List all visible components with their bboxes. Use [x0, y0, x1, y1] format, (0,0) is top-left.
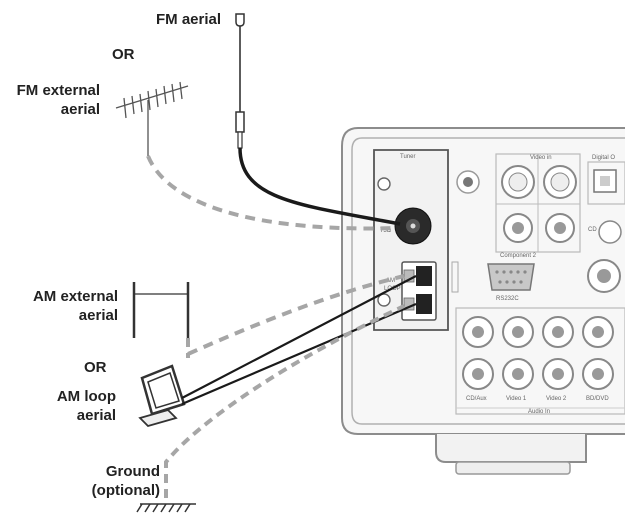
or-label-bottom: OR [84, 359, 107, 376]
fm-external-aerial-icon [115, 81, 189, 156]
or-label-top: OR [112, 46, 135, 63]
am-loop-aerial-label-line2: aerial [76, 407, 116, 424]
cd-label: CD [588, 227, 597, 233]
fm-aerial-cable [238, 147, 401, 226]
tuner-panel-label: Tuner [400, 154, 415, 160]
am-loop-aerial-icon [138, 364, 186, 428]
receiver-rear-panel: Tuner 75Ω AM LOOP Video in Digital O Com… [341, 127, 625, 475]
am-loop-aerial-label-line1: AM loop [56, 388, 116, 405]
fm-socket-label: 75Ω [380, 228, 392, 234]
ground-label-line2: (optional) [91, 482, 160, 499]
audio-rca-jacks [462, 316, 614, 390]
jack-label-4: BD/DVD [586, 396, 609, 402]
ground-label-line1: Ground [105, 463, 160, 480]
fm-aerial-icon [235, 13, 245, 149]
ground-dashed-lead [164, 304, 405, 498]
fm-aerial-label: FM aerial [156, 11, 222, 28]
am-terminal-label: AM [386, 278, 395, 284]
audio-in-label: Audio In [528, 409, 550, 415]
jack-label-2: Video 1 [506, 396, 527, 402]
am-external-aerial-label-line2: aerial [78, 307, 118, 324]
digital-label: Digital O [592, 155, 615, 161]
component-label: Component 2 [500, 253, 537, 259]
jack-label-1: CD/Aux [466, 396, 487, 402]
rs232-label: RS232C [496, 296, 519, 302]
receiver-foot [435, 434, 587, 463]
ground-symbol-icon [136, 503, 196, 513]
fm-external-aerial-label-line1: FM external [16, 82, 100, 99]
fm-external-dashed-lead [146, 155, 397, 231]
fm-external-aerial-label-line2: aerial [60, 101, 100, 118]
am-loop-terminals [401, 261, 437, 321]
jack-label-3: Video 2 [546, 396, 567, 402]
video-in-label: Video in [530, 155, 552, 161]
am-external-aerial-icon [132, 282, 190, 338]
am-external-aerial-label-line1: AM external [32, 288, 118, 305]
